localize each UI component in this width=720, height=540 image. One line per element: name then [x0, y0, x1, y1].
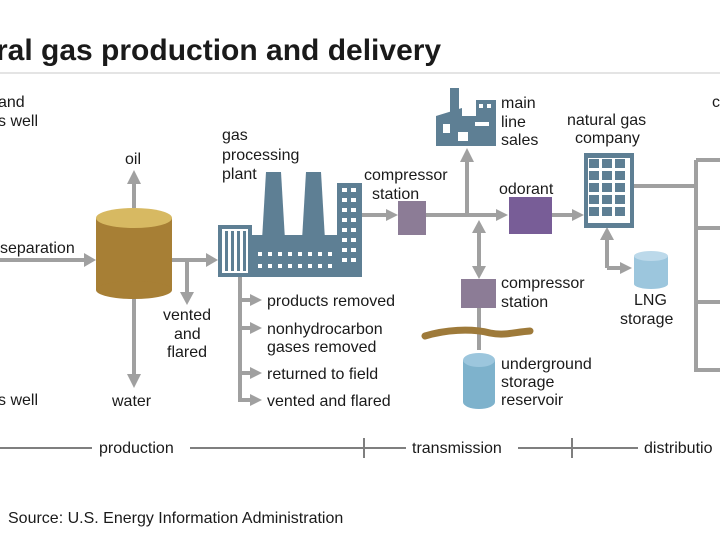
stage-distribution: distributio	[644, 440, 713, 457]
label-main-line-2: line	[501, 114, 526, 131]
stage-production: production	[99, 440, 174, 457]
ground-line	[421, 326, 534, 340]
label-company-1: natural gas	[567, 112, 646, 129]
label-reservoir-2: storage	[501, 374, 554, 391]
company-building-icon	[584, 153, 634, 228]
storage-compressor-icon	[461, 279, 496, 308]
main-line-factory-icon	[436, 88, 496, 146]
label-oil: oil	[125, 151, 141, 168]
label-oil-gas-well-2: s well	[0, 113, 38, 130]
label-plant-2: processing	[222, 147, 299, 164]
label-lng-1: LNG	[634, 292, 667, 309]
label-main-line-3: sales	[501, 132, 538, 149]
label-vented-2: and	[174, 326, 201, 343]
label-returned-to-field: returned to field	[267, 366, 378, 383]
label-vented-1: vented	[163, 307, 211, 324]
label-compressor-1: compressor	[364, 167, 448, 184]
stage-transmission: transmission	[412, 440, 502, 457]
label-compressor-2: station	[372, 186, 419, 203]
label-nonhydrocarbon: nonhydrocarbon	[267, 321, 383, 338]
label-reservoir-3: reservoir	[501, 392, 564, 409]
processing-plant-icon	[218, 172, 362, 277]
label-right-edge: c	[712, 94, 720, 111]
label-plant-3: plant	[222, 166, 257, 183]
label-gases-removed: gases removed	[267, 339, 376, 356]
label-plant-1: gas	[222, 127, 248, 144]
label-vented-and-flared: vented and flared	[267, 393, 391, 410]
label-separation: separation	[0, 240, 75, 257]
source-note: Source: U.S. Energy Information Administ…	[8, 510, 343, 527]
stage-timeline	[0, 438, 638, 458]
label-products-removed: products removed	[267, 293, 395, 310]
underground-reservoir-icon	[463, 353, 495, 409]
label-storage-compressor-2: station	[501, 294, 548, 311]
label-water: water	[111, 393, 152, 410]
label-gas-well: s well	[0, 392, 38, 409]
label-odorant: odorant	[499, 181, 554, 198]
label-vented-3: flared	[167, 344, 207, 361]
lng-storage-icon	[634, 251, 668, 289]
label-storage-compressor-1: compressor	[501, 275, 585, 292]
odorant-icon	[509, 197, 552, 234]
compressor-station-icon	[398, 201, 426, 235]
label-company-2: company	[575, 130, 640, 147]
label-oil-gas-well-1: and	[0, 94, 25, 111]
page-title: ral gas production and delivery	[0, 34, 441, 67]
label-main-line-1: main	[501, 95, 536, 112]
label-reservoir-1: underground	[501, 356, 592, 373]
label-lng-2: storage	[620, 311, 673, 328]
separator-tank-icon	[96, 208, 172, 299]
